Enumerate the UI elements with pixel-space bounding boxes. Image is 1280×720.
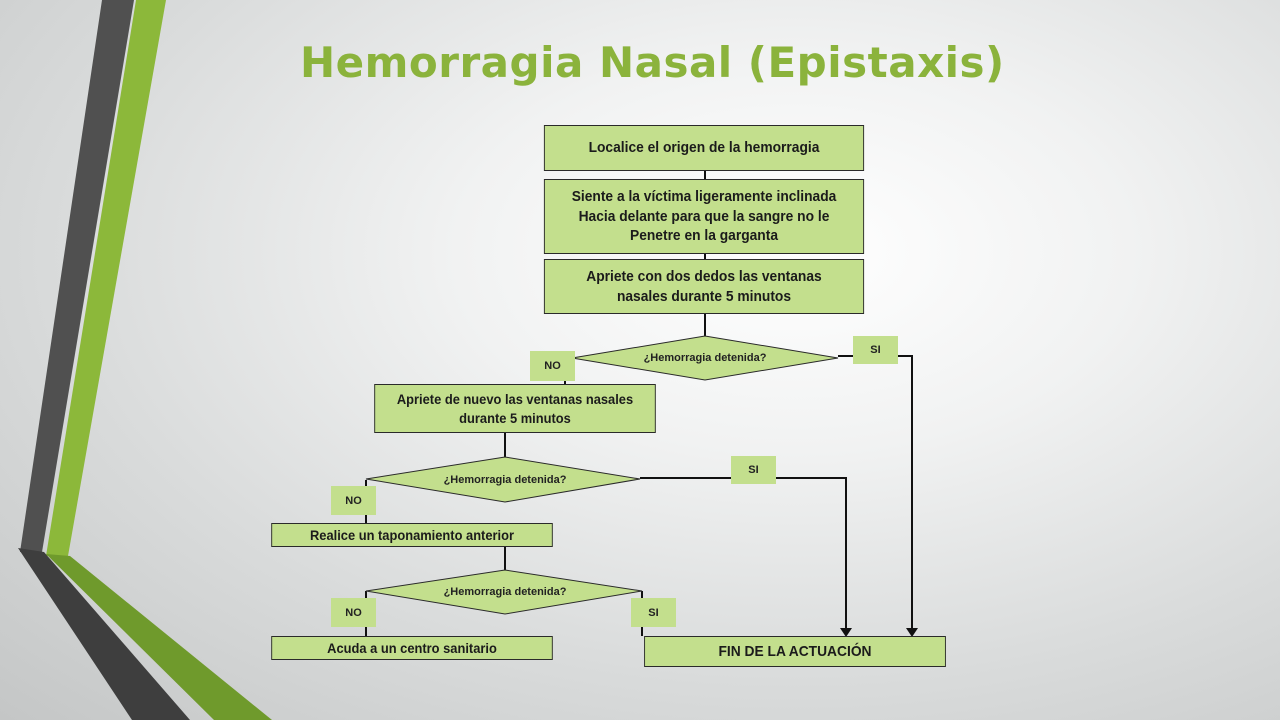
arrowhead-end-left <box>840 628 852 637</box>
decision-3-question: ¿Hemorragia detenida? <box>443 586 567 598</box>
step-press-again-line1: Apriete de nuevo las ventanas nasales <box>396 391 634 408</box>
step-press-nostrils-line1: Apriete con dos dedos las ventanas <box>586 268 822 285</box>
connector-decision2-yes <box>640 477 847 634</box>
arrowhead-end-right <box>906 628 918 637</box>
decision-2-question: ¿Hemorragia detenida? <box>443 474 567 486</box>
decision-2-yes-tag: SI <box>731 456 776 484</box>
step-end-text: FIN DE LA ACTUACIÓN <box>718 642 872 660</box>
step-end: FIN DE LA ACTUACIÓN <box>644 636 946 667</box>
dark-stripe <box>20 0 134 552</box>
step-health-center-text: Acuda a un centro sanitario <box>327 639 497 656</box>
green-stripe <box>46 0 166 556</box>
connector-decision1-yes <box>838 355 913 634</box>
decision-1-yes-tag: SI <box>853 336 898 364</box>
decision-diamond-3 <box>365 569 643 615</box>
step-sit-victim: Siente a la víctima ligeramente inclinad… <box>543 179 865 254</box>
step-press-again-line2: durante 5 minutos <box>459 409 571 426</box>
green-stripe-lower <box>46 554 272 720</box>
dark-stripe-lower <box>18 548 190 720</box>
decision-diamond-2 <box>365 456 641 503</box>
step-sit-victim-line3: Penetre en la garganta <box>629 227 779 245</box>
step-sit-victim-line2: Hacia delante para que la sangre no le <box>578 207 830 225</box>
step-press-nostrils-line2: nasales durante 5 minutos <box>616 287 792 305</box>
step-locate-origin-text: Localice el origen de la hemorragia <box>588 139 820 157</box>
slide-title: Hemorragia Nasal (Epistaxis) <box>300 38 1005 87</box>
step-anterior-packing-text: Realice un taponamiento anterior <box>310 526 514 543</box>
decision-diamond-1 <box>571 335 839 381</box>
decision-1-no-tag: NO <box>530 351 575 381</box>
decision-3-no-tag: NO <box>331 598 376 627</box>
step-press-nostrils: Apriete con dos dedos las ventanas nasal… <box>543 259 865 314</box>
decision-2-no-tag: NO <box>331 486 376 515</box>
step-health-center: Acuda a un centro sanitario <box>271 636 553 660</box>
step-press-again: Apriete de nuevo las ventanas nasales du… <box>374 384 656 433</box>
step-sit-victim-line1: Siente a la víctima ligeramente inclinad… <box>571 188 837 206</box>
decision-3-yes-tag: SI <box>631 598 676 627</box>
step-anterior-packing: Realice un taponamiento anterior <box>271 523 553 547</box>
step-locate-origin: Localice el origen de la hemorragia <box>543 125 865 171</box>
decision-1-question: ¿Hemorragia detenida? <box>643 352 767 364</box>
